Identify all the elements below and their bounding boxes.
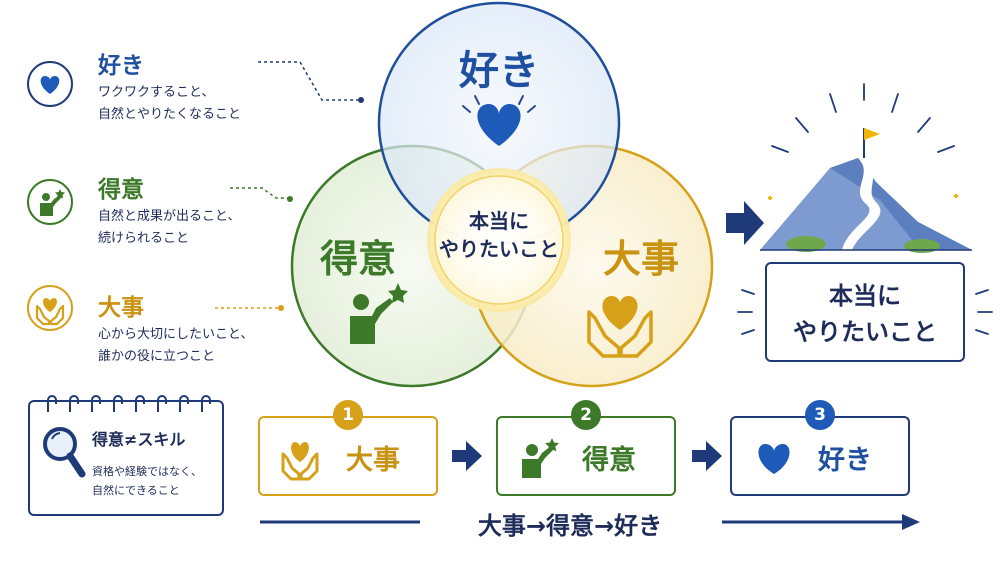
step-3-label: 好き [818,445,872,476]
step-arrow-2-icon [692,441,722,471]
legend-title-good-at: 得意 [98,177,144,203]
venn-person-star-icon [350,283,408,344]
step-arrow-1-icon [452,441,482,471]
legend-hands-heart-icon [26,284,74,332]
note-title: 得意≠スキル [92,430,186,449]
legend-desc-good-at-1: 自然と成果が出ること、 [98,209,241,224]
venn-hands-heart-icon [587,296,653,358]
flow-arrow-head-icon [902,514,920,530]
goal-text: 本当に やりたいこと [767,278,963,350]
step-1-label: 大事 [346,445,400,476]
magnifier-icon [43,427,86,478]
goal-box: 本当に やりたいこと [765,262,965,362]
step-3-number: 3 [805,400,835,430]
goal-line-2: やりたいこと [793,318,937,346]
step-1-hands-heart-icon [281,442,319,481]
venn-label-good-at: 得意 [319,237,396,281]
step-2-number: 2 [571,400,601,430]
legend-title-like: 好き [98,53,144,79]
legend-desc-like-1: ワクワクすること、 [98,85,215,100]
venn-heart-icon [477,104,521,146]
note-desc-line-2: 自然にできること [92,484,180,497]
legend-connectors [215,61,358,309]
mountain-flag-icon [760,83,972,253]
step-2-person-star-icon [522,438,559,478]
step-3-heart-icon [758,444,790,474]
legend-desc-like-2: 自然とやりたくなること [98,107,242,122]
note-rings [47,395,211,412]
venn-label-like: 好き [459,48,539,94]
goal-rays [737,289,993,335]
legend-desc-important-2: 誰かの役に立つこと [98,349,216,364]
sparkle-rays [462,95,536,113]
venn-center-line-2: やりたいこと [439,237,559,261]
goal-line-1: 本当に [829,282,901,310]
venn-center-circle [434,175,564,305]
venn-center-line-1: 本当に [469,209,529,233]
legend-desc-important-1: 心から大切にしたいこと、 [98,327,254,342]
legend-title-important: 大事 [98,295,144,321]
legend-person-star-icon [26,178,74,226]
legend-heart-icon [26,60,74,108]
step-2-label: 得意 [582,445,636,476]
venn-center-label: 本当に やりたいこと [429,207,569,263]
note-desc: 資格や経験ではなく、 自然にできること [92,462,202,500]
legend-desc-good-at-2: 続けられること [98,231,190,246]
venn-label-important: 大事 [602,237,679,281]
note-desc-line-1: 資格や経験ではなく、 [92,465,202,478]
arrow-to-goal-icon [726,201,764,245]
step-1-number: 1 [333,400,363,430]
skill-note: 得意≠スキル 資格や経験ではなく、 自然にできること [28,395,224,516]
flow-label: 大事→得意→好き [477,512,663,540]
